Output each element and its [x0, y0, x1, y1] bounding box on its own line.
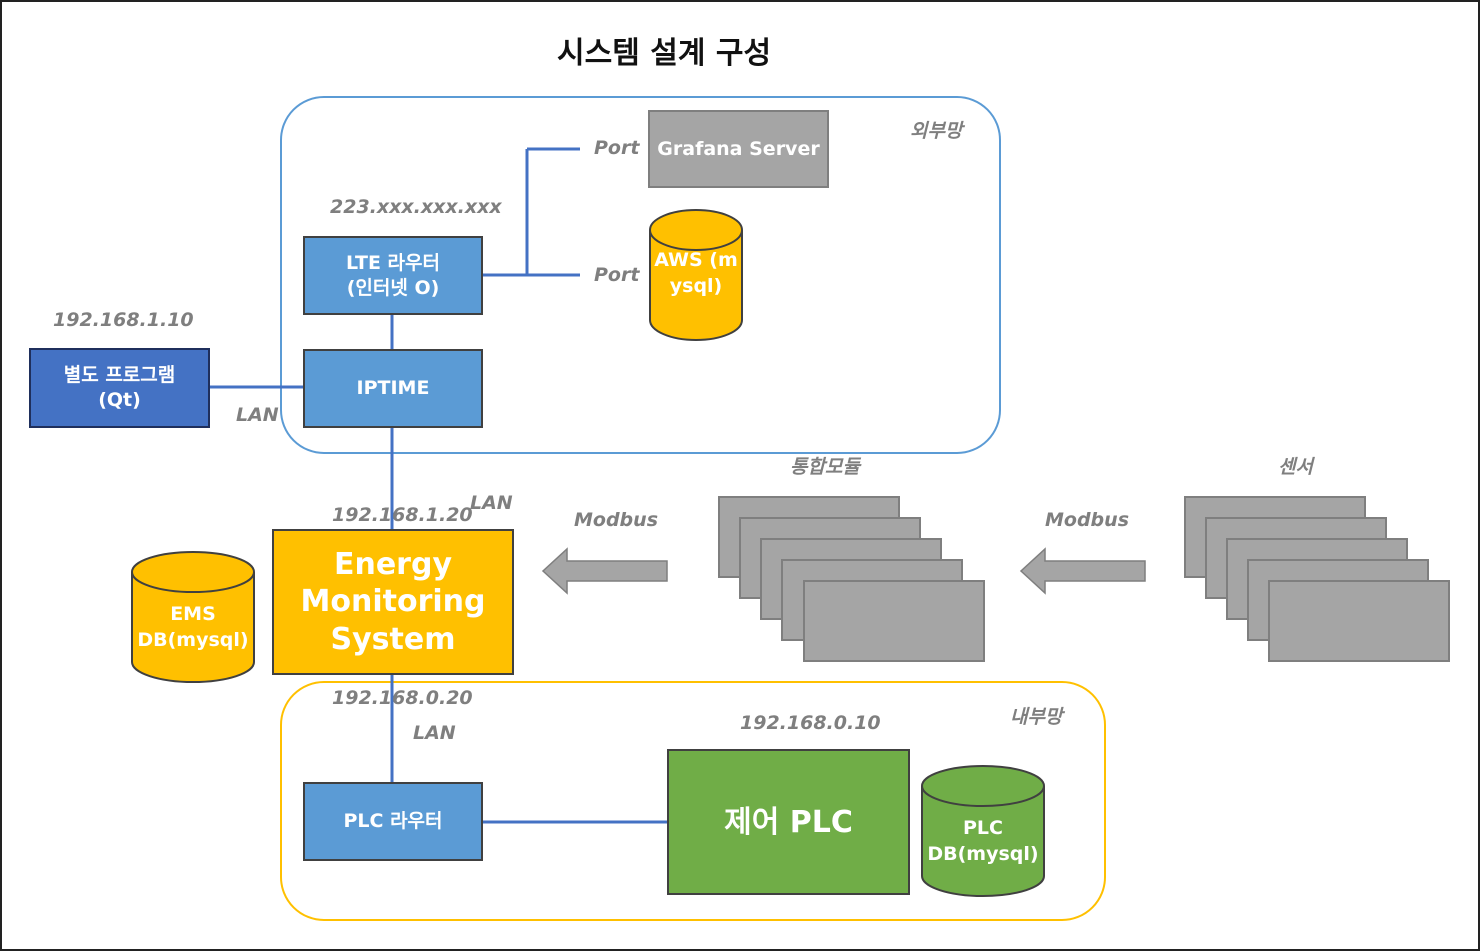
ems-database-icon — [131, 551, 255, 683]
modbus-module-label: Modbus — [574, 509, 658, 531]
qt-program-box: 별도 프로그램 (Qt) — [29, 348, 210, 428]
grafana-server-box: Grafana Server — [648, 110, 829, 188]
sensor-stack — [1184, 496, 1450, 662]
integrated-module-label: 통합모듈 — [790, 456, 860, 478]
aws-database-icon — [649, 209, 743, 341]
ems-upper-ip-label: 192.168.1.20 — [332, 504, 473, 526]
energy-monitoring-system-box: Energy Monitoring System — [272, 529, 514, 675]
sensor-box-5 — [1268, 580, 1450, 662]
port-grafana-label: Port — [594, 137, 640, 159]
qt-lan-label: LAN — [236, 404, 279, 426]
module-box-5 — [803, 580, 985, 662]
plc-database-icon — [921, 765, 1045, 897]
external-network-region — [280, 96, 1001, 454]
control-plc-box: 제어 PLC — [667, 749, 910, 895]
arrow-modbus-module-icon — [541, 547, 668, 595]
qt-ip-label: 192.168.1.10 — [53, 309, 194, 331]
arrow-modbus-sensor-icon — [1019, 547, 1146, 595]
iptime-router-box: IPTIME — [303, 349, 483, 428]
plc-lan-label: LAN — [413, 722, 456, 744]
plc-ip-label: 192.168.0.10 — [740, 712, 881, 734]
internal-network-label: 내부망 — [1010, 706, 1063, 728]
modbus-sensor-label: Modbus — [1045, 509, 1129, 531]
sensor-label: 센서 — [1278, 456, 1313, 478]
ems-database-label: EMS DB(mysql) — [137, 603, 249, 651]
lte-router-box: LTE 라우터 (인터넷 O) — [303, 236, 483, 315]
plc-database-label: PLC DB(mysql) — [927, 817, 1039, 865]
integrated-module-stack — [718, 496, 985, 662]
diagram-title: 시스템 설계 구성 — [557, 36, 772, 71]
internal-network-region — [280, 681, 1106, 921]
ems-lower-ip-label: 192.168.0.20 — [332, 687, 473, 709]
ems-upper-lan-label: LAN — [470, 492, 513, 514]
lte-ip-label: 223.xxx.xxx.xxx — [330, 196, 502, 218]
aws-database-label: AWS (mysql) — [654, 249, 738, 297]
external-network-label: 외부망 — [910, 120, 963, 142]
plc-router-box: PLC 라우터 — [303, 782, 483, 861]
port-aws-label: Port — [594, 264, 640, 286]
